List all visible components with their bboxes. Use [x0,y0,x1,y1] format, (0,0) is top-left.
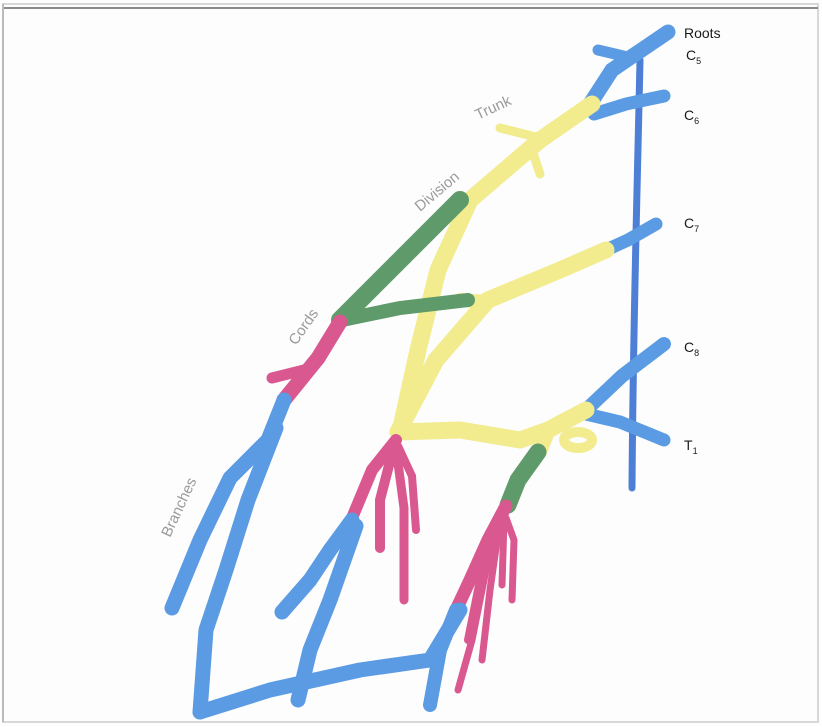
roots-group [579,24,676,447]
posterior-cord-3 [391,443,409,605]
medial-cord-5 [502,514,518,604]
lateral-cord [276,314,348,408]
label-c8: C8 [684,339,699,358]
root-c5 [582,24,676,112]
lower-trunk-loop [559,427,597,453]
label-t1: T1 [684,437,698,456]
medial-cord-3 [478,516,504,664]
label-cords: Cords [285,306,322,349]
lower-green [499,443,547,514]
label-c6: C6 [684,107,699,126]
branch-axillary [274,512,360,620]
posterior-division [331,191,469,329]
posterior-cord-4 [394,442,420,534]
branch-ulnar [423,603,463,712]
root-c8 [579,337,671,417]
posterior-cord-2 [375,441,399,553]
lateral-cord-branch [266,364,310,384]
upper-trunk [391,95,601,441]
trunk-twig-2 [527,145,545,179]
label-c5: C5 [686,47,701,66]
lower-trunk [389,401,595,449]
lateral-connection [335,293,475,327]
branch-median-lateral [192,420,284,720]
root-t1 [579,407,671,447]
trunks-group [389,95,615,459]
trunk-twig-1 [495,123,545,143]
root-c5-spur [592,44,638,64]
cords-group [266,314,518,694]
label-c7: C7 [684,215,699,234]
label-roots: Roots [684,25,721,41]
branch-base [192,602,468,720]
label-trunk: Trunk [473,92,515,124]
root-c6 [587,89,671,121]
branches-group [164,392,468,720]
medial-cord-4 [498,516,508,589]
divisions-group [331,191,547,514]
label-branches: Branches [158,475,200,540]
branch-radial [290,518,364,708]
medial-cord-6 [454,516,500,694]
